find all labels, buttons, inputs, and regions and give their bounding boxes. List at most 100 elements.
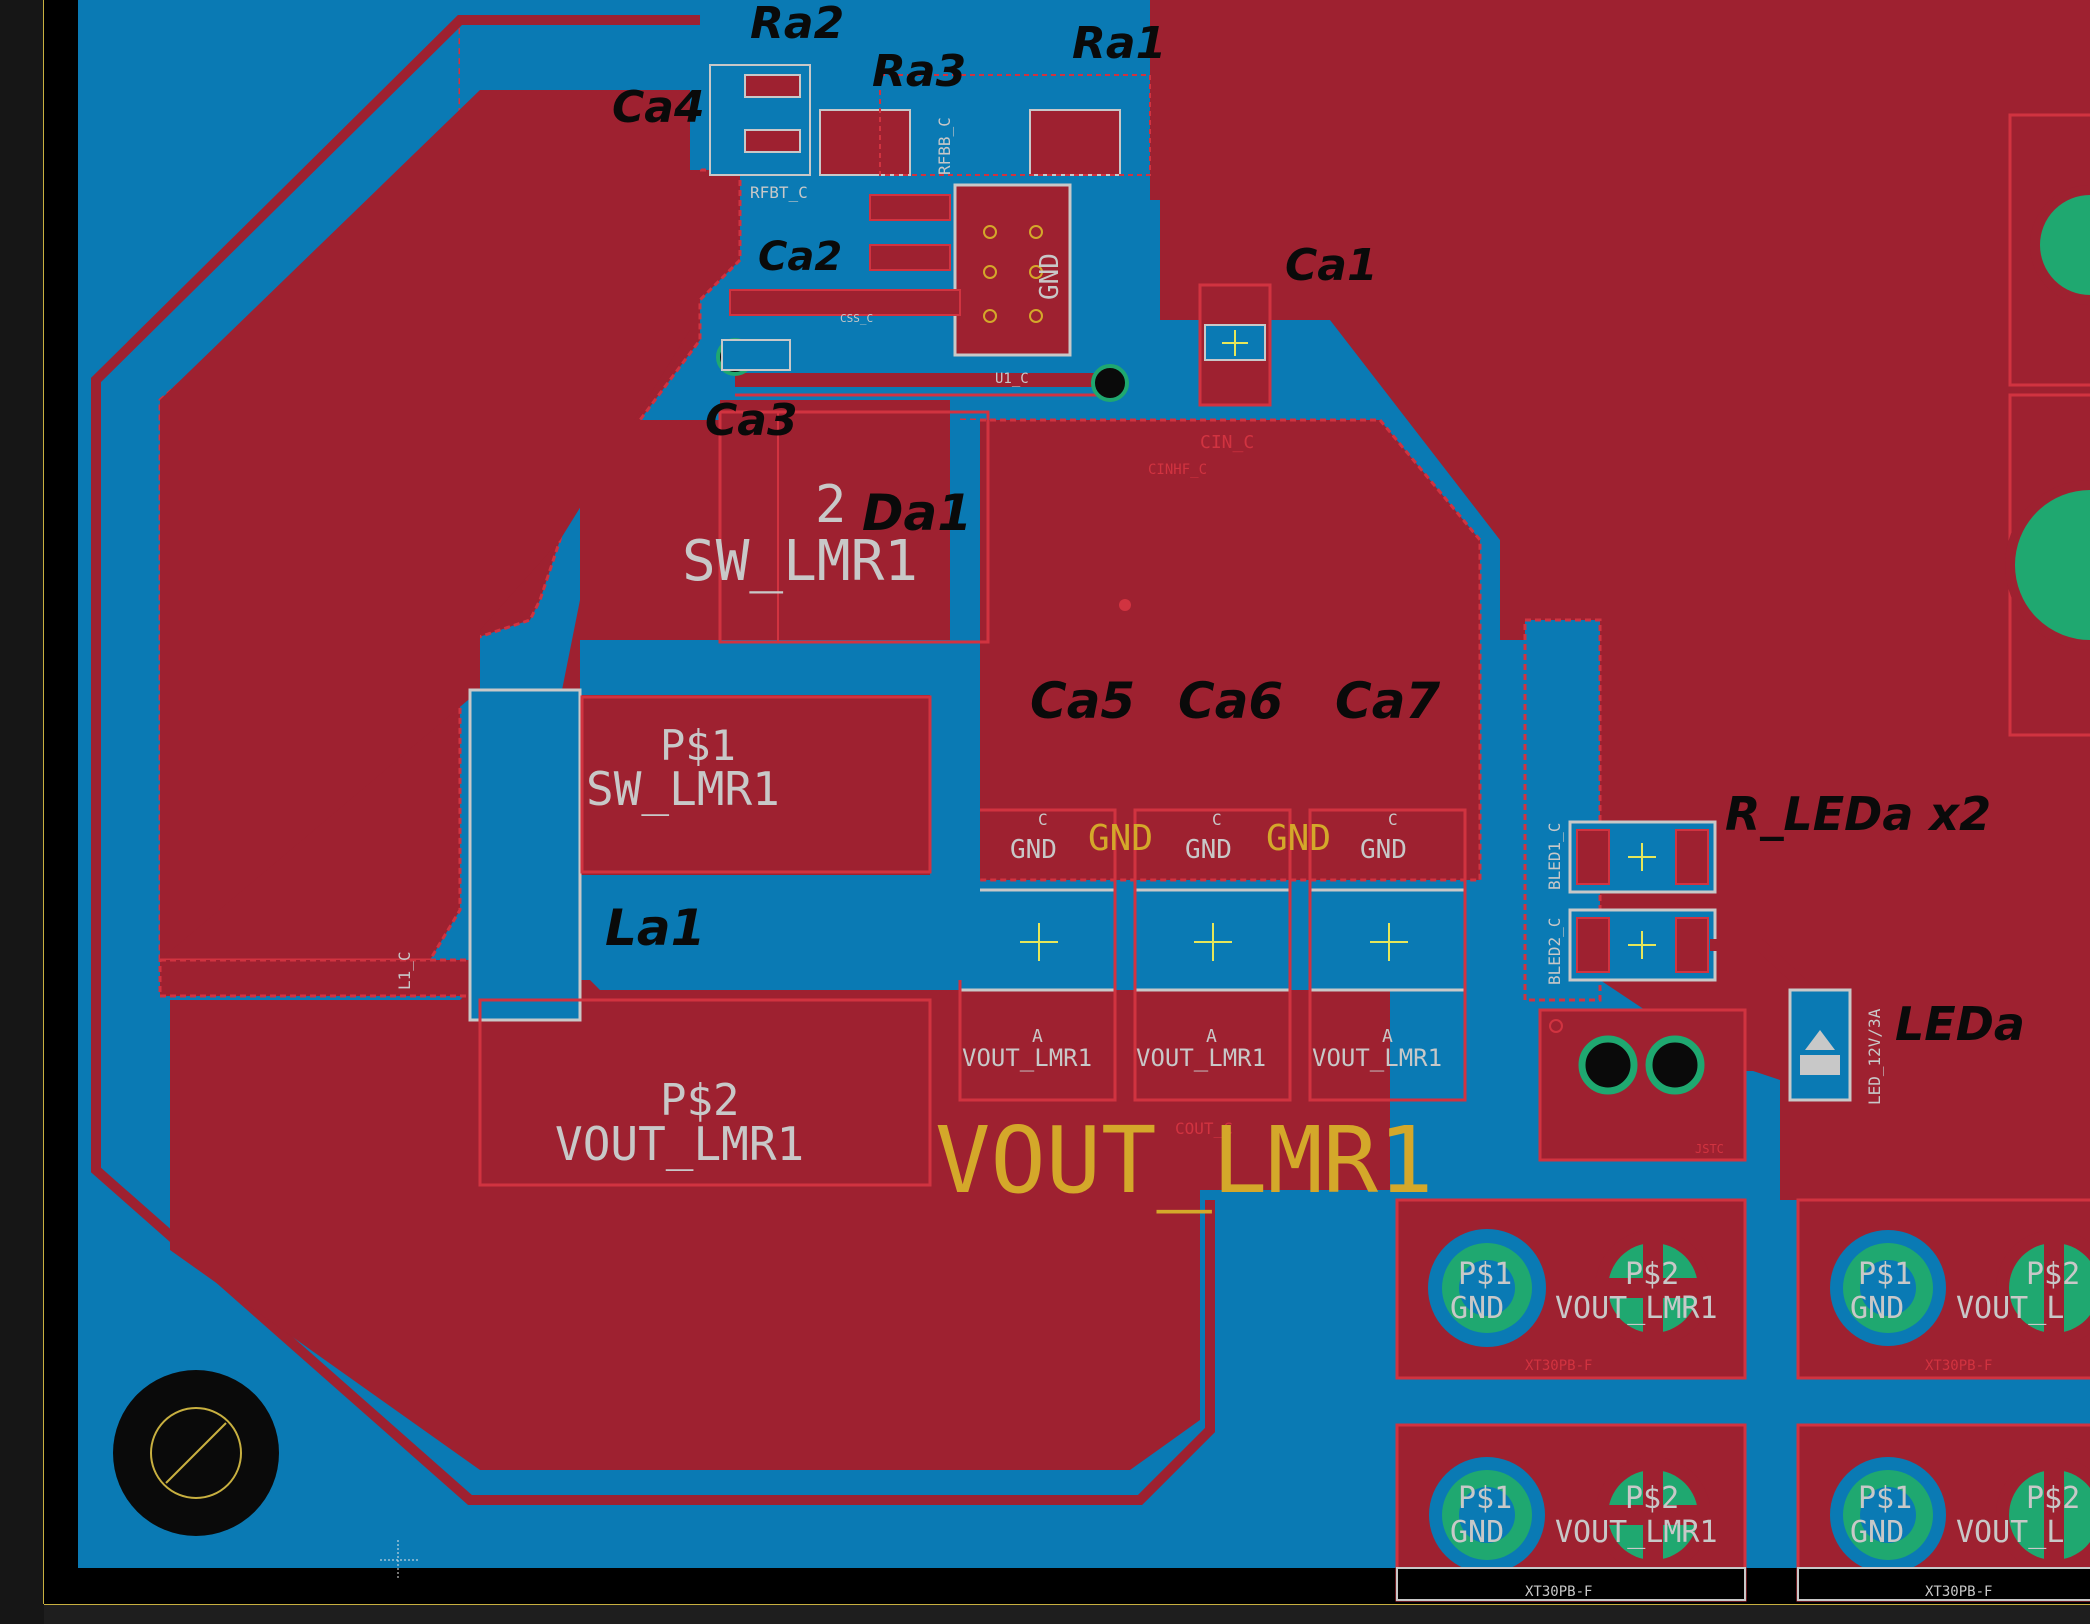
xt1-label: XT30PB-F [1525,1358,1592,1374]
feedback-outline [879,74,1151,176]
silk-a-tag-3: A [1382,1026,1393,1047]
xt1-p2: P$2 [1625,1257,1679,1292]
silk-sw-lmr1: SW_LMR1 [682,529,918,594]
jst-pin1-mark [1549,1019,1563,1033]
jst-pin-2 [1645,1035,1705,1095]
p1-copper-area [580,695,930,875]
ca7-pad [1308,888,1467,992]
silk-c-tag-1: C [1038,810,1048,829]
net-gnd-gold-1: GND [1088,818,1153,859]
net-gnd-gold-2: GND [1266,818,1331,859]
jst-connector[interactable] [1538,1008,1747,1162]
silk-p1-net: SW_LMR1 [586,762,780,816]
diode-copper [560,400,950,870]
l1-strip [158,958,472,998]
inductor-pad-area [468,688,582,1022]
net-vout-big: VOUT_LMR1 [935,1107,1434,1214]
silk-jst: JSTC [1695,1142,1724,1156]
ra2-pad-bottom [744,129,801,153]
sw-copper-inner [160,90,690,960]
ca6-outline [1133,808,1292,1102]
silk-vout-small-1: VOUT_LMR1 [962,1044,1092,1072]
note-ca6: Ca6 [1178,672,1283,730]
silk-a-tag-2: A [1206,1026,1217,1047]
xt30-3-base [1396,1567,1746,1601]
silk-a-tag-1: A [1032,1026,1043,1047]
la1-p1-outline[interactable] [580,695,932,874]
right-pad-1 [2030,185,2090,305]
u1-trace-3 [729,289,961,316]
outer-trace-outline [91,15,1215,1505]
da1-body [777,411,989,643]
ca7-outline [1308,808,1467,1102]
silk-gnd-ic: GND [1035,253,1065,300]
xt3-gnd: GND [1450,1515,1504,1550]
xt3-vout: VOUT_LMR1 [1555,1515,1718,1550]
u1-via [1091,364,1129,402]
xt1-p1: P$1 [1458,1257,1512,1292]
note-ra3: Ra3 [872,46,966,97]
note-ca7: Ca7 [1335,672,1440,730]
note-la1: La1 [605,899,705,957]
silk-p1: P$1 [660,721,736,770]
mounting-hole-ring [150,1407,242,1499]
xt3-label: XT30PB-F [1525,1584,1592,1600]
xt2-vout: VOUT_L [1956,1291,2064,1326]
xt2-p1: P$1 [1858,1257,1912,1292]
ra3-footprint[interactable] [819,109,911,176]
xt1-vout: VOUT_LMR1 [1555,1291,1718,1326]
silk-cout: COUT_C [1175,1119,1233,1138]
board-left-strip [44,0,78,1604]
left-margin [0,0,44,1624]
silk-c-tag-3: C [1388,810,1398,829]
r-led-crosshairs [1628,843,1656,959]
silk-led-rating: LED_12V/3A [1865,1008,1884,1105]
la1-p2-outline[interactable] [478,998,932,1187]
silk-p2-net: VOUT_LMR1 [555,1117,804,1171]
xt2-gnd: GND [1850,1291,1904,1326]
right-pad-2 [2005,480,2090,650]
leda-pad [1800,1055,1840,1075]
note-r-led: R_LEDa x2 [1725,787,1991,841]
mounting-hole-slash [165,1422,227,1484]
ra1-footprint[interactable] [1029,109,1121,176]
u1-ic[interactable] [953,183,1072,357]
silk-vout-small-3: VOUT_LMR1 [1312,1044,1442,1072]
xt30-connector-2[interactable] [1796,1198,2090,1380]
r-led-2-pad-a [1576,917,1610,973]
silk-rfbb: RFBB_C [935,117,954,175]
silk-cin: CIN_C [1200,432,1254,453]
xt4-p1: P$1 [1858,1481,1912,1516]
xt30-connector-1[interactable] [1395,1198,1747,1380]
ca-crosshairs [1020,923,1408,961]
led-feed-channel [1523,618,1602,1002]
silk-bled2: BLED2_C [1545,918,1564,985]
xt4-gnd: GND [1850,1515,1904,1550]
silk-gnd-small-3: GND [1360,835,1407,865]
gnd-channel [955,420,980,980]
silk-c-tag-2: C [1212,810,1222,829]
board-bottom-strip [44,1568,2090,1604]
xt30-4-base [1797,1567,2090,1601]
silk-cinhf: CINHF_C [1148,462,1207,478]
silk-d1-num: 2 [815,475,846,535]
silk-bled1: BLED1_C [1545,823,1564,890]
silk-l1: L1_C [395,951,414,990]
note-ca4: Ca4 [612,82,705,133]
xt1-gnd: GND [1450,1291,1504,1326]
note-leda: LEDa [1895,997,2025,1051]
note-ca5: Ca5 [1030,672,1135,730]
xt3-p1: P$1 [1458,1481,1512,1516]
silk-css: CSS_C [840,312,873,325]
silk-u1: U1_C [995,371,1029,387]
silk-gnd-small-1: GND [1010,835,1057,865]
jst-pin-1 [1578,1035,1638,1095]
ca3-footprint[interactable] [721,339,791,371]
vin-copper-pour [1150,0,2090,1200]
leda-polarity [1805,1030,1835,1050]
note-ca3: Ca3 [705,395,798,446]
ra2-pad-top [744,74,801,98]
xt2-label: XT30PB-F [1925,1358,1992,1374]
note-ca1: Ca1 [1285,240,1378,291]
